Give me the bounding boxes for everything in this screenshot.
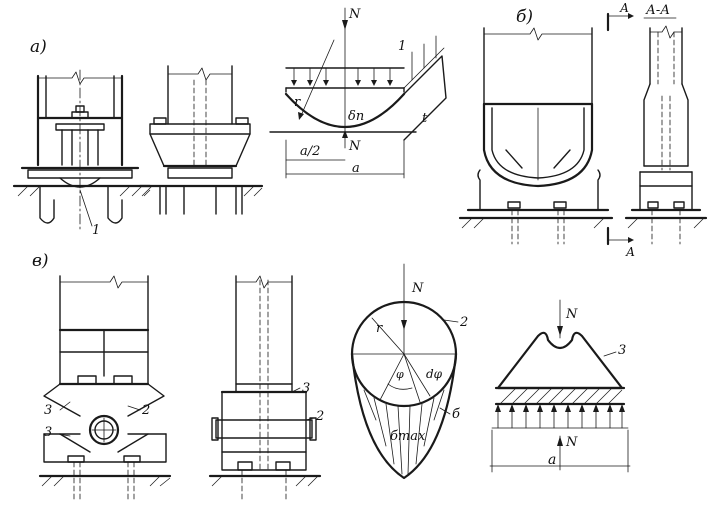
saddle-force-N: N [565, 307, 578, 322]
half-span-label: a/2 [300, 144, 320, 159]
uniform-reaction-arrows [495, 404, 625, 429]
panel-a-label: а) [30, 37, 47, 57]
radial-stress-lines [363, 389, 445, 475]
panel-v-letter: в) [32, 251, 49, 271]
callout-2-side: 2 [315, 409, 324, 424]
panel-v: в) 3 2 3 [32, 251, 631, 503]
base-a-side-view [138, 65, 264, 215]
radius-r-label: r [294, 95, 301, 110]
inclined-load-arrows [411, 35, 437, 81]
pin-radius-r: r [376, 321, 383, 336]
section-AA-title: А-А [645, 3, 670, 18]
saddle-reaction-N: N [565, 435, 578, 450]
callout-3-saddle: 3 [618, 343, 626, 358]
callout-3-upper: 3 [44, 403, 52, 418]
panel-b-letter: б) [516, 7, 533, 27]
callout-3-lower: 3 [44, 425, 52, 440]
distributed-load-arrows [291, 67, 393, 86]
pin-force-N: N [411, 281, 424, 296]
callout-2-pin: 2 [141, 403, 150, 418]
section-A-bottom-mark: А [625, 245, 635, 259]
deflection-label: δп [348, 109, 364, 124]
span-a-label: a [352, 161, 360, 176]
base-a-front-view: 1 [12, 69, 152, 238]
callout-1-deflection: 1 [398, 39, 406, 54]
callout-2-stress: 2 [459, 315, 468, 330]
sigma-label: б [452, 407, 460, 422]
section-A-top-mark: А [619, 1, 629, 15]
callout-3-side: 3 [302, 381, 310, 396]
plate-deflection-diagram: N N r δп a/2 a 1 t [269, 7, 447, 179]
panel-a-letter: а) [30, 37, 47, 57]
angle-phi: φ [396, 368, 404, 381]
force-N-top: N [348, 7, 361, 22]
saddle-hatching [499, 387, 623, 405]
dphi-label: dφ [426, 367, 443, 381]
callout-1-a-front: 1 [92, 223, 100, 238]
sigma-max-label: бmax [390, 429, 426, 444]
force-N-bottom: N [348, 139, 361, 154]
panel-b: б) А А-А [458, 1, 708, 259]
saddle-span-a: a [548, 452, 556, 468]
saddle-reaction-diagram: N 3 [489, 299, 631, 473]
thickness-t-label: t [422, 111, 428, 126]
pin-stress-diagram: N r 2 φ dφ [350, 263, 468, 480]
